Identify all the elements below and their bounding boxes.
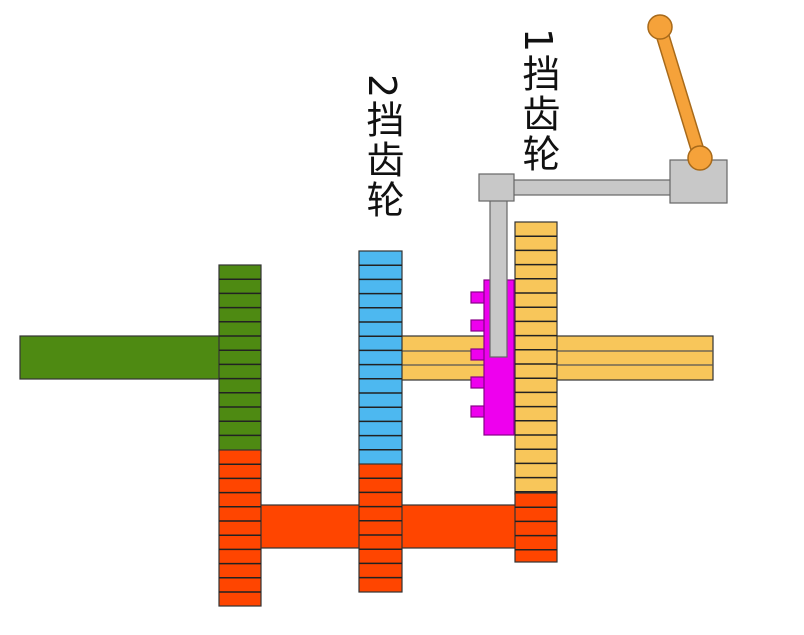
countershaft-gear-2: [358, 463, 403, 593]
lever-knob: [647, 14, 673, 40]
label-gear-2: 2挡齿轮: [360, 74, 404, 221]
input-gear: [218, 264, 262, 452]
gear-lever: [654, 21, 706, 164]
synchronizer-tooth: [470, 291, 486, 304]
gear-1: [514, 221, 558, 495]
gear-2: [358, 250, 403, 466]
synchronizer-tooth: [470, 348, 486, 361]
shift-fork-rod: [489, 179, 508, 358]
synchronizer-tooth: [470, 405, 486, 418]
input-shaft: [19, 335, 221, 380]
countershaft-gear-input: [218, 449, 262, 607]
countershaft-gear-1: [514, 492, 558, 563]
shift-rail-joint: [478, 173, 515, 202]
synchronizer-tooth: [470, 319, 486, 332]
lever-pivot: [687, 145, 713, 171]
synchronizer-tooth: [470, 376, 486, 389]
label-gear-1: 1挡齿轮: [516, 28, 560, 175]
